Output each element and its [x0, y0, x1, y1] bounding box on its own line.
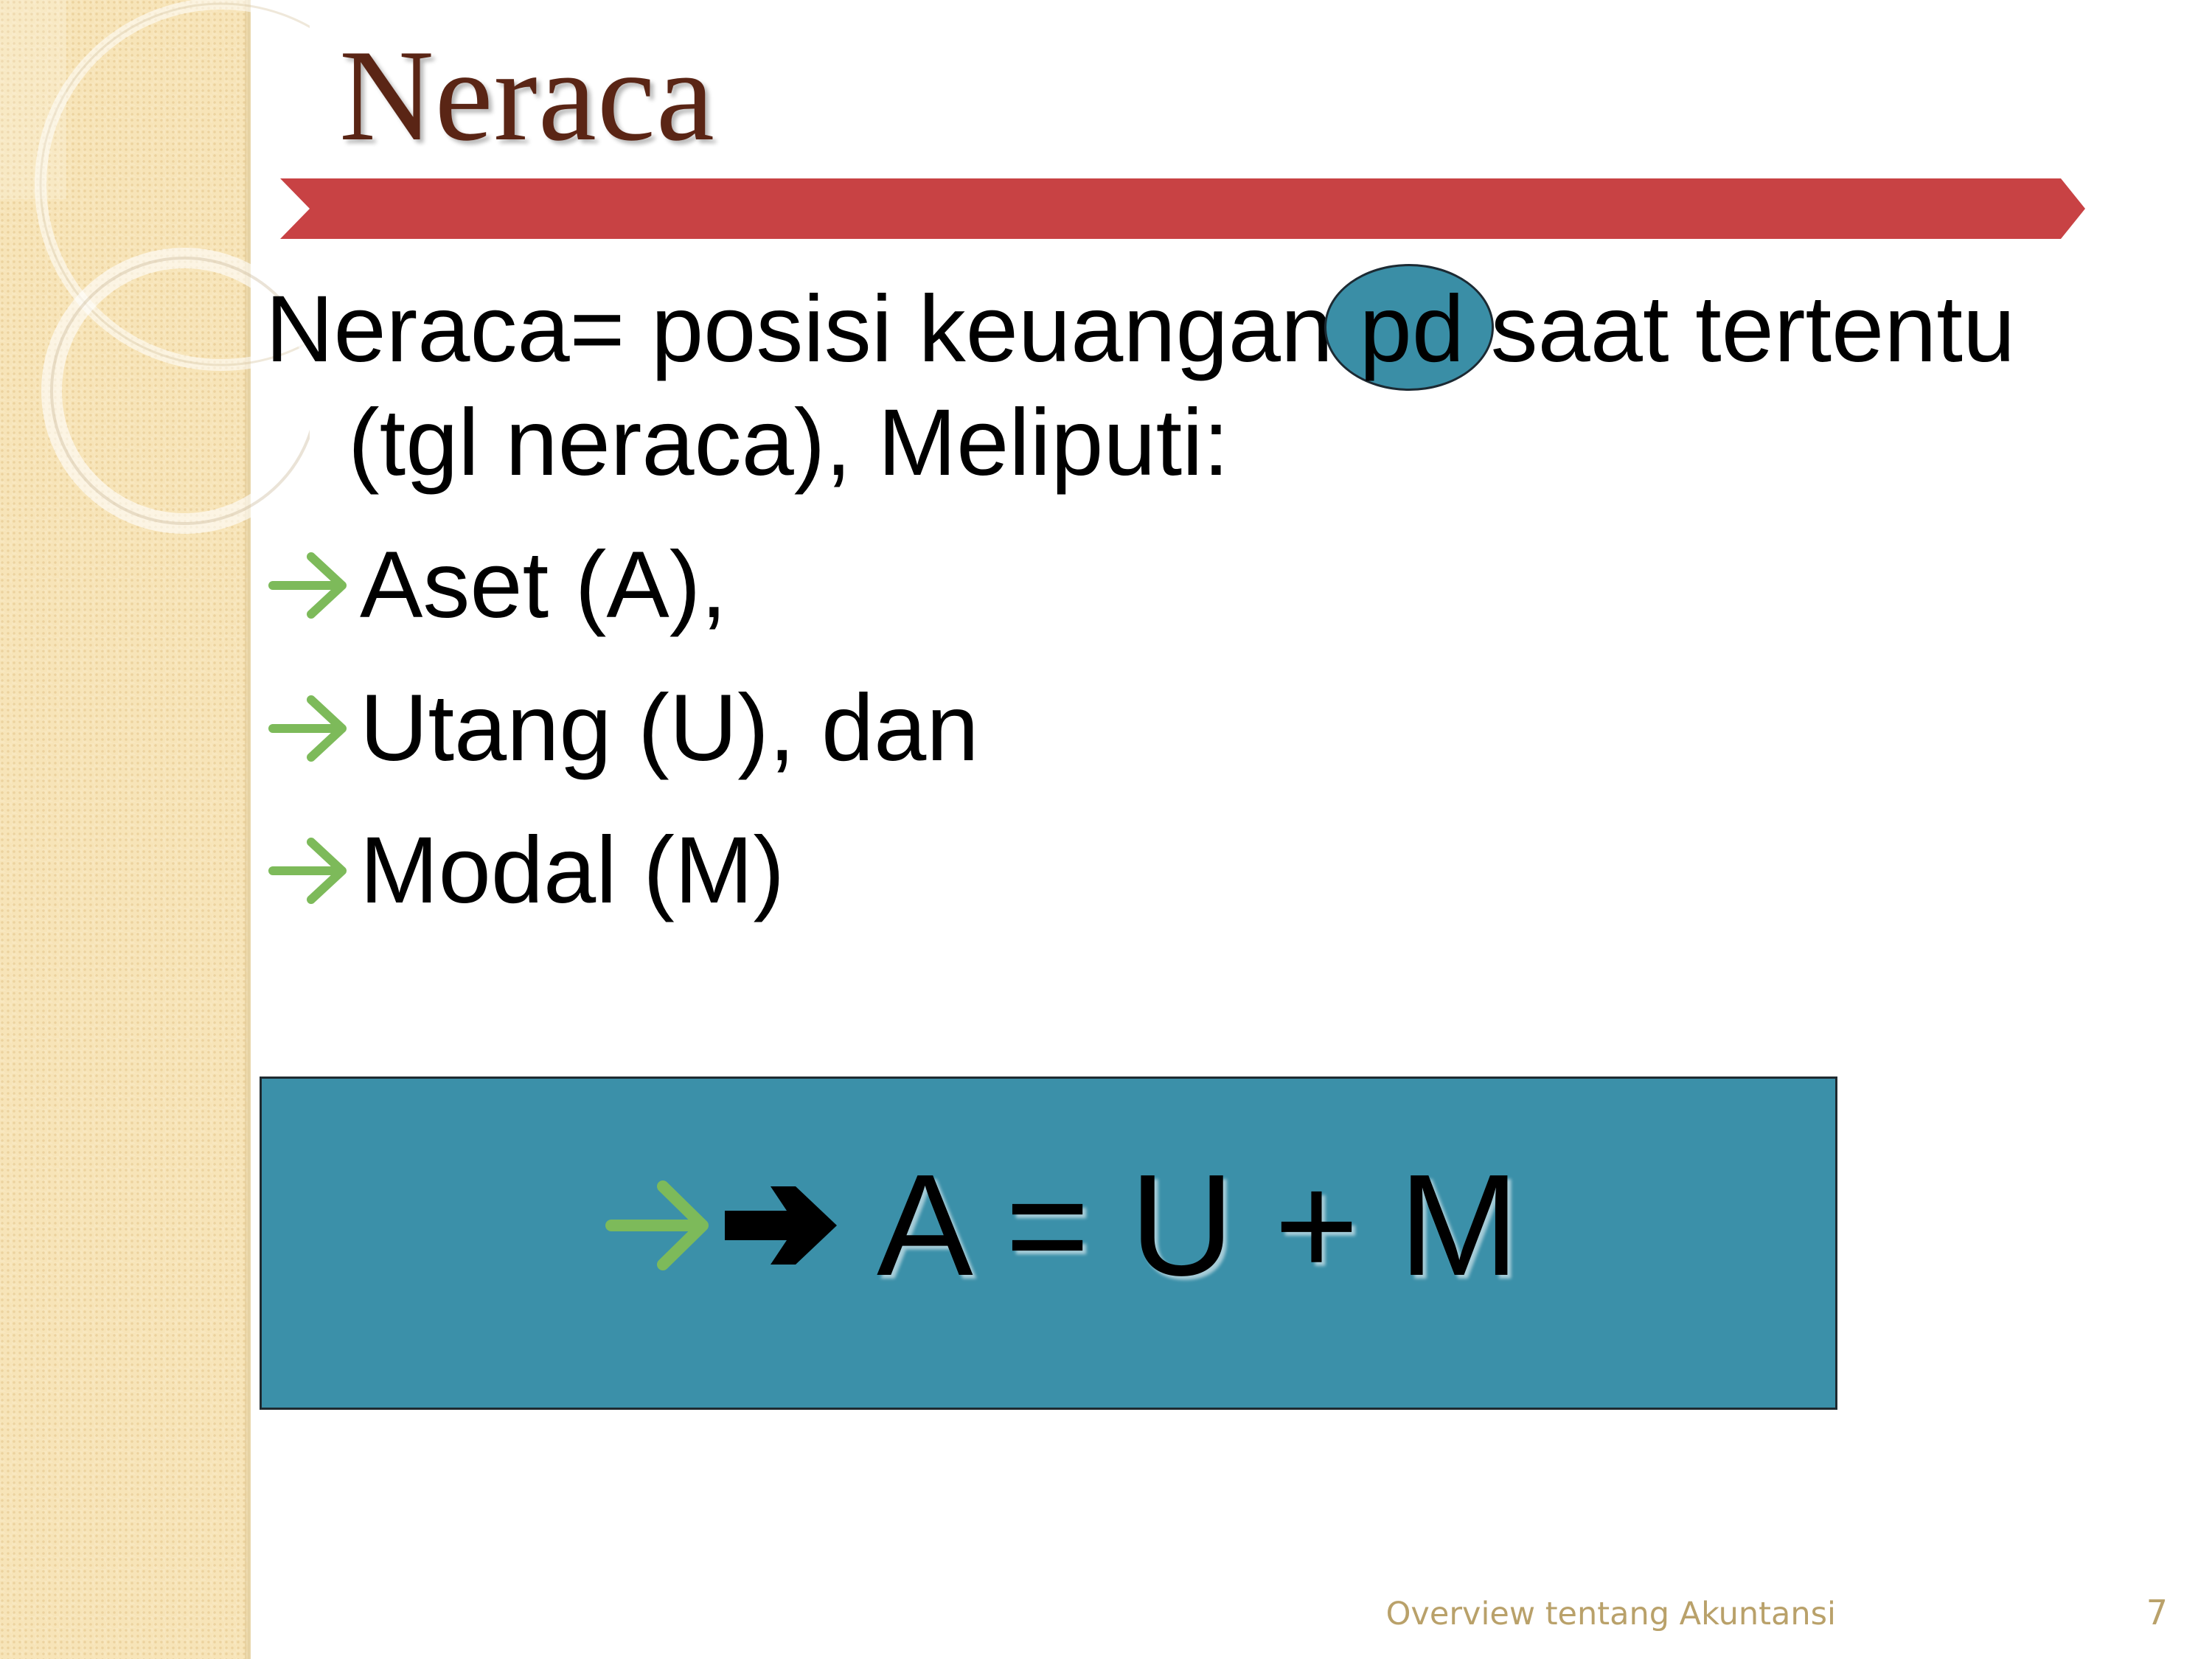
list-item-label: Aset (A), — [360, 532, 727, 639]
decorative-rings — [0, 0, 310, 534]
black-bold-arrow-icon — [725, 1186, 837, 1265]
highlight-oval — [1324, 264, 1494, 391]
definition-text-end: saat tertentu — [1464, 276, 2016, 382]
list-item-utang: Utang (U), dan — [265, 672, 2153, 785]
highlight-pd: pd — [1324, 264, 1494, 391]
definition-text-start: Neraca= posisi keuangan — [265, 276, 1360, 382]
list-item-aset: Aset (A), — [265, 529, 2153, 642]
green-arrow-icon — [268, 838, 347, 905]
list-item-modal: Modal (M) — [265, 814, 2153, 928]
list-item-label: Modal (M) — [360, 818, 785, 924]
definition-continuation: (tgl neraca), Meliputi: — [348, 389, 1230, 495]
definition-line: Neraca= posisi keuangan pd saat tertentu — [265, 264, 2153, 391]
equation-text: A = U + M — [877, 1144, 1520, 1306]
footer-text: Overview tentang Akuntansi — [1385, 1596, 1836, 1632]
sidebar-edge — [245, 0, 251, 1659]
highlight-text: pd — [1359, 276, 1464, 382]
green-arrow-icon — [268, 552, 347, 619]
title-banner — [280, 178, 2085, 239]
slide-title: Neraca — [339, 22, 715, 168]
slide-body: Neraca= posisi keuangan pd saat tertentu… — [265, 264, 2153, 928]
green-arrow-icon — [268, 695, 347, 762]
accounting-equation: A = U + M — [601, 1142, 1519, 1308]
list-item-label: Utang (U), dan — [360, 675, 979, 781]
formula-box: A = U + M — [260, 1077, 1837, 1410]
green-arrow-icon — [605, 1180, 709, 1270]
page-number: 7 — [2146, 1593, 2168, 1632]
